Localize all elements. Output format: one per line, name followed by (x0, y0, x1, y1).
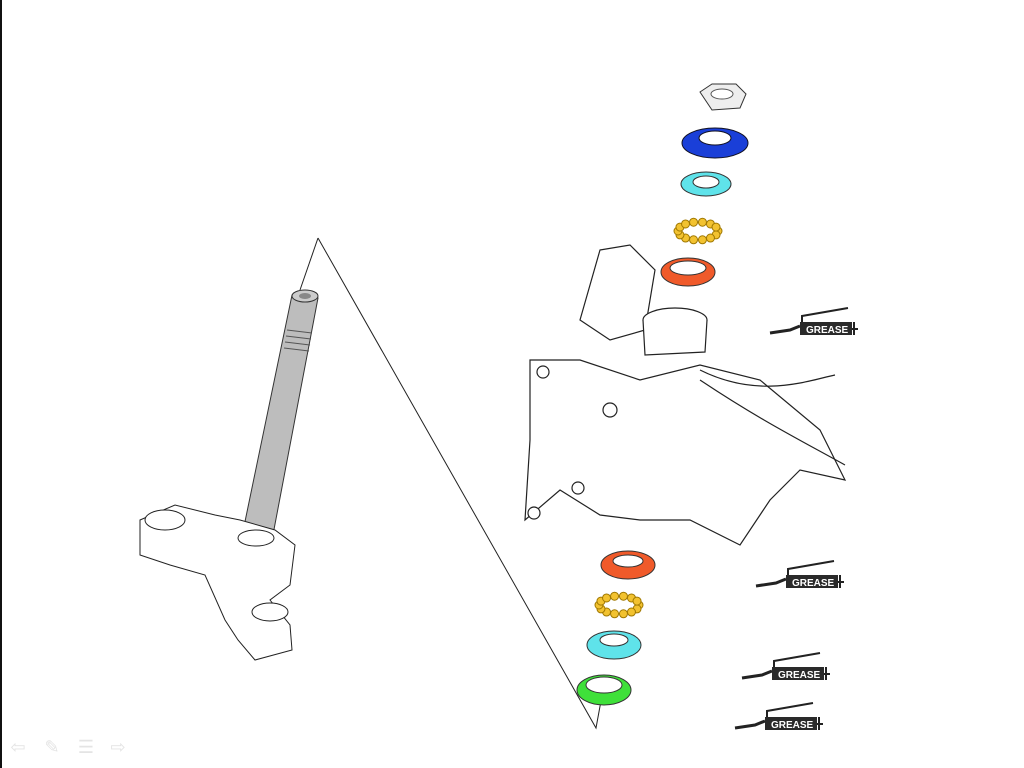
steel-ball (681, 219, 691, 229)
steel-ball (618, 609, 628, 619)
next-slide-button[interactable]: ⇨ (110, 737, 126, 757)
lower-outer-race (600, 550, 656, 580)
slide-menu-button[interactable]: ☰ (77, 737, 95, 757)
grease-gun-icon: GREASE (755, 560, 844, 589)
steering-stem-nut (699, 83, 747, 111)
steel-ball (711, 222, 721, 232)
steel-ball (610, 609, 620, 619)
upper-outer-race (660, 257, 716, 287)
steel-ball (626, 607, 636, 617)
grease-gun-icon: GREASE (734, 702, 823, 731)
lower-inner-race (586, 630, 642, 660)
slide-edge (0, 0, 2, 768)
steel-ball (610, 591, 620, 601)
upper-steel-balls (673, 217, 723, 245)
grease-gun-icon: GREASE (741, 652, 830, 681)
steel-ball (618, 591, 628, 601)
grease-label: GREASE (792, 578, 835, 589)
grease-gun-icon: GREASE (769, 307, 858, 336)
pen-tool-button[interactable]: ✎ (44, 737, 60, 757)
dust-seal (576, 674, 632, 706)
steering-stem (139, 289, 319, 661)
steel-ball (632, 596, 642, 606)
grease-label: GREASE (771, 720, 814, 731)
adjusting-locknut (681, 127, 749, 159)
steel-ball (705, 233, 715, 243)
steel-ball (689, 217, 699, 227)
frame-head (524, 244, 847, 546)
grease-label: GREASE (778, 670, 821, 681)
steel-ball (602, 593, 612, 603)
steel-ball (697, 235, 707, 245)
steel-ball (689, 235, 699, 245)
upper-inner-race (680, 171, 732, 197)
lower-steel-balls (594, 591, 644, 619)
previous-slide-button[interactable]: ⇦ (10, 737, 26, 757)
grease-label: GREASE (806, 325, 849, 336)
steel-ball (697, 217, 707, 227)
